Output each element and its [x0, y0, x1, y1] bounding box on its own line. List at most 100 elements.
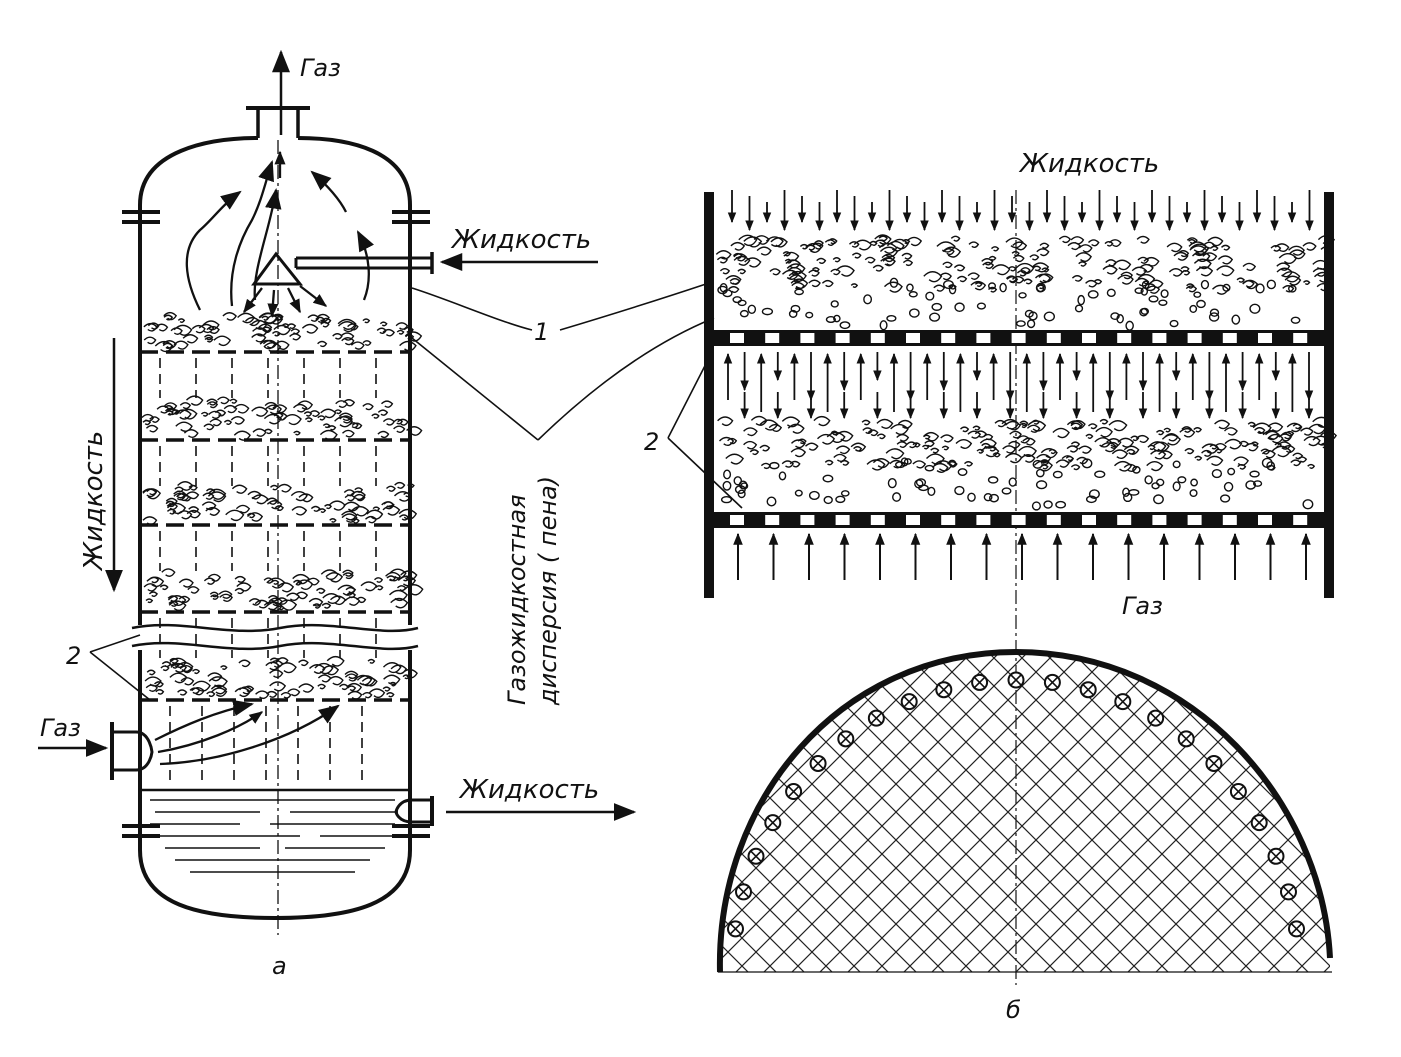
- valve-marker: [785, 783, 803, 801]
- column-trays: [140, 311, 424, 786]
- plate-hole: [1293, 515, 1308, 525]
- bubble: [976, 302, 987, 310]
- gas-right-label: Газ: [1122, 592, 1163, 620]
- bubble: [957, 468, 968, 477]
- bubble: [954, 485, 965, 496]
- plate-hole: [800, 515, 815, 525]
- bubble: [1255, 283, 1265, 294]
- bubble: [778, 471, 787, 481]
- bubble: [732, 296, 742, 304]
- bubble: [1087, 290, 1099, 299]
- bubble: [1139, 308, 1149, 317]
- valve-marker: [1267, 847, 1285, 865]
- bubble: [948, 284, 957, 295]
- foam-layer: [143, 311, 423, 353]
- bubble: [892, 492, 902, 502]
- bubble: [1227, 467, 1236, 476]
- bubble: [889, 277, 899, 288]
- plate-hole: [870, 515, 885, 525]
- valve-marker: [971, 673, 989, 691]
- bubble: [1144, 283, 1156, 292]
- bubble: [1177, 476, 1187, 484]
- bubble: [1172, 460, 1181, 469]
- foam-layer: [715, 234, 1335, 295]
- bubble: [1169, 319, 1179, 328]
- column-bottom-dome: [138, 849, 412, 921]
- bubble: [1245, 480, 1257, 490]
- bubble: [1249, 470, 1260, 478]
- bubble: [1106, 288, 1116, 298]
- bubble: [833, 314, 841, 323]
- bubble: [1223, 481, 1234, 492]
- tray-plan-view: [716, 648, 1333, 973]
- valve-marker: [1147, 709, 1165, 727]
- bubble: [805, 311, 814, 319]
- plate-hole: [765, 333, 780, 343]
- bubble: [1035, 480, 1048, 490]
- valve-marker: [1205, 754, 1223, 772]
- view-b-label: б: [1006, 996, 1021, 1024]
- bubble: [733, 476, 743, 486]
- bubble: [1094, 470, 1106, 479]
- plate-hole: [976, 333, 991, 343]
- liquid-outlet-label: Жидкость: [458, 775, 599, 805]
- valve-marker: [1279, 883, 1297, 901]
- foam-layer: [717, 415, 1337, 474]
- bubble: [1249, 303, 1261, 314]
- bubble: [988, 493, 999, 503]
- bubble: [717, 285, 728, 295]
- bubble: [788, 309, 798, 318]
- bubble: [808, 490, 820, 501]
- valve-marker: [1250, 814, 1268, 832]
- valve-marker: [1079, 681, 1097, 699]
- reference-2-right-label: 2: [644, 428, 659, 456]
- bubble: [1031, 501, 1041, 511]
- bubble: [1189, 304, 1198, 313]
- gas-inlet-nozzle: [38, 699, 340, 780]
- plate-hole: [906, 333, 920, 343]
- bubble: [886, 315, 897, 322]
- bubble: [1055, 500, 1067, 509]
- foam-layer: [144, 655, 418, 700]
- bubble: [1077, 294, 1086, 306]
- bubble: [1290, 316, 1301, 324]
- bubble: [1208, 312, 1220, 322]
- bubble: [983, 493, 993, 502]
- bubble: [825, 316, 837, 324]
- bubble: [1015, 320, 1026, 327]
- plate-hole: [941, 333, 956, 343]
- bubble: [895, 461, 906, 469]
- reference-2-left-label: 2: [66, 642, 81, 670]
- plate-hole: [835, 333, 850, 343]
- bubble: [720, 496, 733, 504]
- bubble: [1158, 299, 1168, 306]
- column-a: [38, 49, 637, 935]
- bubble: [927, 486, 936, 497]
- valve-marker: [900, 693, 918, 711]
- gas-top-label: Газ: [300, 54, 341, 82]
- liquid-top-right-label: Жидкость: [1018, 149, 1159, 179]
- valve-marker: [867, 709, 885, 727]
- bubble: [1028, 311, 1038, 321]
- bubble: [794, 288, 805, 296]
- bubble: [747, 304, 757, 314]
- bubble: [863, 294, 873, 305]
- liquid-inlet-label: Жидкость: [450, 225, 591, 255]
- bubble: [1148, 295, 1159, 303]
- bubble: [766, 496, 777, 507]
- view-a-label: а: [272, 952, 287, 980]
- bubble: [1081, 458, 1093, 469]
- bubble: [835, 495, 846, 504]
- bubble: [1132, 465, 1141, 474]
- gas-flow-arrows-top: [185, 150, 374, 318]
- plate-hole: [906, 515, 920, 525]
- bubble: [908, 291, 918, 298]
- column-top-dome: [138, 136, 412, 206]
- tray-detail: [537, 190, 1337, 985]
- plate-hole: [1222, 515, 1237, 525]
- plate-hole: [730, 515, 744, 525]
- plate-hole: [976, 515, 991, 525]
- bubble: [1026, 319, 1036, 329]
- bubble: [1052, 470, 1063, 479]
- foam-layer: [142, 481, 418, 526]
